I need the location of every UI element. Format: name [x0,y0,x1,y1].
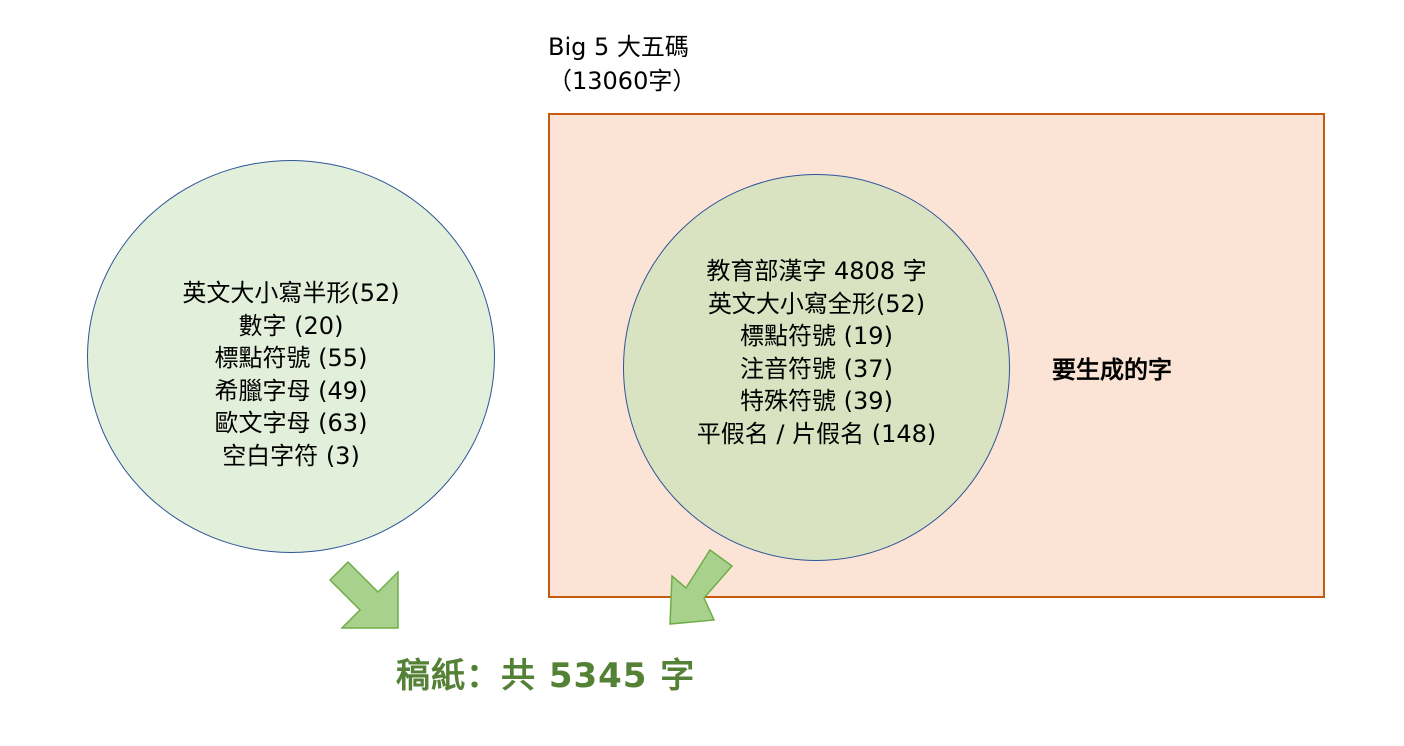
arrow-down-left-icon [669,548,734,625]
result-total-label: 稿紙：共 5345 字 [396,656,696,696]
big5-subset-item: 特殊符號 (39) [740,387,893,415]
half-width-item: 標點符號 (55) [214,344,368,372]
big5-title-line1: Big 5 大五碼 [548,33,689,61]
big5-subset-item: 標點符號 (19) [740,322,893,350]
big5-subset-item: 平假名 / 片假名 (148) [696,419,937,448]
big5-subset-list: 教育部漢字 4808 字 英文大小寫全形(52) 標點符號 (19) 注音符號 … [624,255,1009,450]
big5-title: Big 5 大五碼 （13060字） [548,30,748,98]
half-width-item: 空白字符 (3) [222,441,360,470]
generate-label: 要生成的字 [1052,356,1172,384]
big5-subset-item: 英文大小寫全形(52) [707,289,926,318]
half-width-item: 英文大小寫半形(52) [182,279,400,307]
half-width-set-circle: 英文大小寫半形(52) 數字 (20) 標點符號 (55) 希臘字母 (49) … [87,160,495,553]
big5-title-line2: （13060字） [548,67,697,95]
half-width-item: 數字 (20) [238,311,344,340]
big5-subset-item: 注音符號 (37) [740,354,893,383]
half-width-item: 歐文字母 (63) [214,409,368,437]
arrow-down-right-icon [328,560,399,629]
big5-subset-item: 教育部漢字 4808 字 [706,257,927,285]
half-width-set-list: 英文大小寫半形(52) 數字 (20) 標點符號 (55) 希臘字母 (49) … [88,277,494,472]
half-width-item: 希臘字母 (49) [214,376,368,405]
big5-subset-circle: 教育部漢字 4808 字 英文大小寫全形(52) 標點符號 (19) 注音符號 … [623,174,1010,561]
